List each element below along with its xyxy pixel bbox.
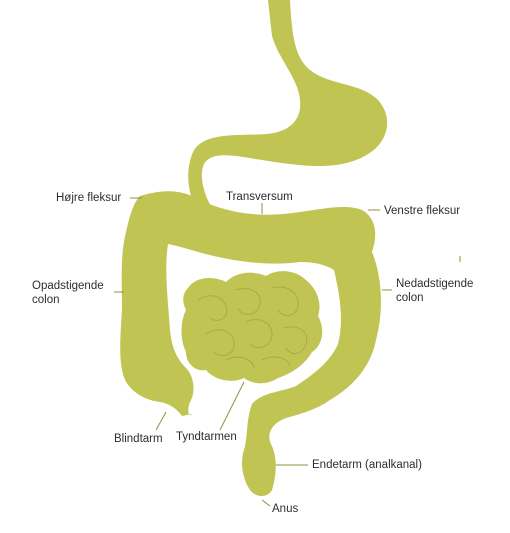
- colon-shape: [120, 191, 381, 496]
- label-nedadstigende-line2: colon: [396, 292, 424, 304]
- label-blindtarm: Blindtarm: [114, 433, 163, 445]
- label-anus: Anus: [272, 503, 299, 515]
- label-opadstigende-line2: colon: [32, 294, 60, 306]
- label-hojre-fleksur: Højre fleksur: [56, 192, 122, 204]
- leader-lines: [114, 197, 461, 507]
- intestine-coil-lines: [197, 286, 308, 369]
- label-nedadstigende-colon: Nedadstigende colon: [396, 277, 473, 305]
- label-endetarm: Endetarm (analkanal): [312, 459, 422, 471]
- small-intestine-shape: [181, 271, 323, 384]
- label-tyndtarmen: Tyndtarmen: [176, 431, 237, 443]
- stomach-shape: [188, 0, 388, 212]
- label-venstre-fleksur: Venstre fleksur: [384, 205, 461, 217]
- label-nedadstigende-line1: Nedadstigende: [396, 278, 474, 290]
- label-transversum: Transversum: [226, 191, 293, 203]
- label-opadstigende-colon: Opadstigende colon: [32, 279, 104, 307]
- label-opadstigende-line1: Opadstigende: [32, 280, 104, 292]
